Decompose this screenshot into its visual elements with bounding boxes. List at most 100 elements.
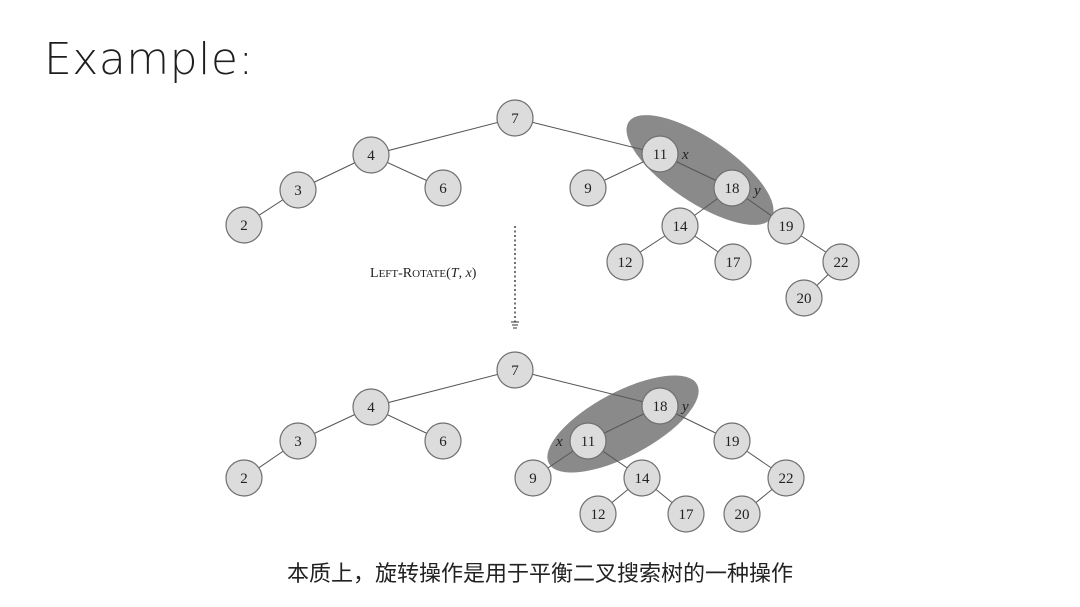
node-circle <box>723 495 761 533</box>
tree-node-before-12: 12 <box>606 243 644 281</box>
node-circle <box>352 388 390 426</box>
node-key: 7 <box>511 111 519 127</box>
tree-node-before-19: 19 <box>767 207 805 245</box>
tree-node-after-12: 12 <box>579 495 617 533</box>
tree-node-after-17: 17 <box>667 495 705 533</box>
node-circle <box>579 495 617 533</box>
node-circle <box>641 135 679 173</box>
tree-node-before-20: 20 <box>785 279 823 317</box>
tree-node-before-11: 11 <box>641 135 679 173</box>
node-circle <box>279 171 317 209</box>
node-key: 4 <box>367 148 375 164</box>
nodes-after: 7 4 3 2 6 18 11 9 14 12 17 19 22 20 <box>225 351 805 533</box>
slide-title: Example: <box>44 34 254 85</box>
tree-node-before-18: 18 <box>713 169 751 207</box>
node-key: 11 <box>581 434 595 450</box>
node-key: 18 <box>653 399 668 415</box>
node-circle <box>641 387 679 425</box>
node-circle <box>225 206 263 244</box>
tree-node-after-14: 14 <box>623 459 661 497</box>
node-circle <box>822 243 860 281</box>
node-key: 14 <box>635 471 651 487</box>
edge-before-7-4 <box>370 117 516 156</box>
edges-after <box>243 369 787 515</box>
node-circle <box>424 169 462 207</box>
tree-node-after-2: 2 <box>225 459 263 497</box>
node-circle <box>514 459 552 497</box>
node-key: 6 <box>439 181 447 197</box>
node-key: 22 <box>779 471 794 487</box>
node-key: 12 <box>618 255 633 271</box>
edge-after-7-18 <box>514 369 661 407</box>
node-key: 12 <box>591 507 606 523</box>
pointer-label-x-after: x <box>555 434 563 450</box>
tree-node-after-7: 7 <box>496 351 534 389</box>
node-key: 7 <box>511 363 519 379</box>
tree-node-after-6: 6 <box>424 422 462 460</box>
node-circle <box>767 207 805 245</box>
nodes-before: 7 4 3 2 6 11 9 18 14 12 17 19 22 20 <box>225 99 860 317</box>
node-circle <box>785 279 823 317</box>
node-key: 17 <box>679 507 695 523</box>
node-key: 2 <box>240 218 248 234</box>
node-key: 20 <box>735 507 750 523</box>
tree-node-after-11: 11 <box>569 422 607 460</box>
node-circle <box>569 422 607 460</box>
tree-node-after-20: 20 <box>723 495 761 533</box>
node-key: 2 <box>240 471 248 487</box>
node-circle <box>569 169 607 207</box>
tree-node-before-22: 22 <box>822 243 860 281</box>
node-circle <box>623 459 661 497</box>
caption: 本质上，旋转操作是用于平衡二叉搜索树的一种操作 <box>286 562 793 587</box>
node-key: 19 <box>779 219 794 235</box>
node-circle <box>352 136 390 174</box>
tree-node-after-19: 19 <box>713 422 751 460</box>
node-key: 14 <box>673 219 689 235</box>
node-circle <box>225 459 263 497</box>
node-circle <box>713 422 751 460</box>
node-key: 22 <box>834 255 849 271</box>
node-circle <box>424 422 462 460</box>
highlight-before <box>626 115 774 225</box>
node-key: 17 <box>726 255 742 271</box>
pointer-label-x-before: x <box>681 147 689 163</box>
tree-node-after-9: 9 <box>514 459 552 497</box>
tree-node-before-7: 7 <box>496 99 534 137</box>
node-key: 9 <box>529 471 537 487</box>
tree-node-after-4: 4 <box>352 388 390 426</box>
operation-label: LEFT-ROTATE(T, x) <box>370 266 477 281</box>
tree-node-before-6: 6 <box>424 169 462 207</box>
tree-node-after-18: 18 <box>641 387 679 425</box>
node-key: 3 <box>294 183 302 199</box>
node-key: 6 <box>439 434 447 450</box>
node-circle <box>279 422 317 460</box>
tree-node-before-3: 3 <box>279 171 317 209</box>
tree-node-before-17: 17 <box>714 243 752 281</box>
tree-node-after-22: 22 <box>767 459 805 497</box>
pointer-label-y-before: y <box>752 183 761 199</box>
tree-node-after-3: 3 <box>279 422 317 460</box>
tree-node-before-4: 4 <box>352 136 390 174</box>
tree-node-before-9: 9 <box>569 169 607 207</box>
node-circle <box>667 495 705 533</box>
node-circle <box>661 207 699 245</box>
edge-before-7-11 <box>514 117 661 155</box>
node-circle <box>496 351 534 389</box>
node-key: 11 <box>653 147 667 163</box>
node-circle <box>496 99 534 137</box>
node-key: 19 <box>725 434 740 450</box>
node-circle <box>606 243 644 281</box>
tree-node-before-2: 2 <box>225 206 263 244</box>
node-circle <box>714 243 752 281</box>
node-key: 18 <box>725 181 740 197</box>
node-circle <box>713 169 751 207</box>
tree-node-before-14: 14 <box>661 207 699 245</box>
node-key: 9 <box>584 181 592 197</box>
edge-after-7-4 <box>370 369 516 408</box>
node-key: 4 <box>367 400 375 416</box>
node-circle <box>767 459 805 497</box>
node-key: 3 <box>294 434 302 450</box>
pointer-label-y-after: y <box>680 399 689 415</box>
node-key: 20 <box>797 291 812 307</box>
